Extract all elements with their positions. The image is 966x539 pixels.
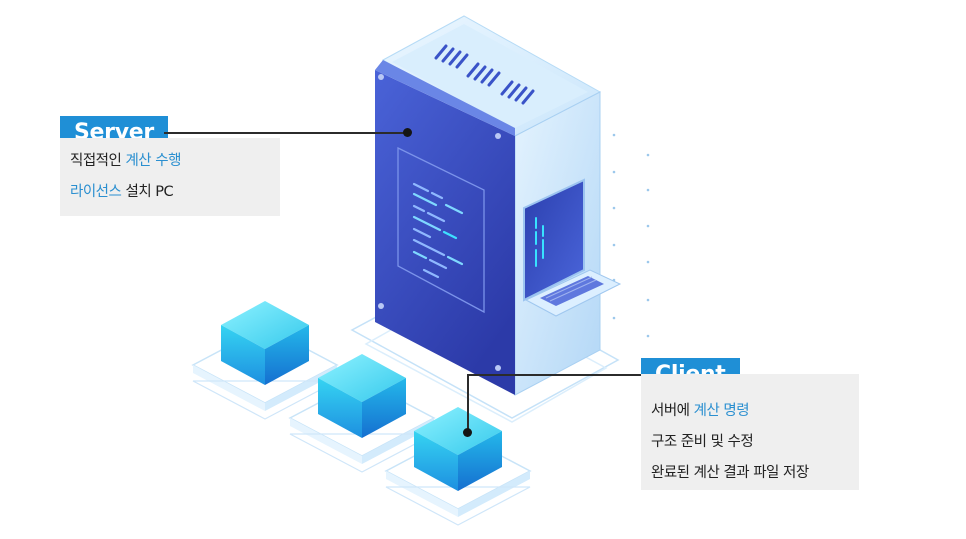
- client-line-1-highlight: 계산 명령: [693, 403, 750, 419]
- server-vents: [434, 44, 535, 105]
- server-line-2: 라이선스 설치 PC: [70, 177, 270, 208]
- client-cube-1: [191, 301, 339, 420]
- server-line-1: 직접적인 계산 수행: [70, 146, 270, 177]
- server-screws: [378, 74, 501, 371]
- code-lines: [412, 182, 464, 279]
- client-connector-dot: [463, 428, 472, 437]
- client-connector-horizontal: [467, 374, 643, 376]
- server-line-2-text: 설치 PC: [121, 184, 174, 200]
- client-line-3: 완료된 계산 결과 파일 저장: [651, 458, 849, 489]
- server-line-2-highlight: 라이선스: [70, 184, 122, 200]
- client-line-2-text: 구조 준비 및 수정: [651, 434, 754, 450]
- client-line-1-text: 서버에: [651, 403, 694, 419]
- server-connector-dot: [403, 128, 412, 137]
- client-cube-2: [288, 354, 436, 473]
- client-line-3-text: 완료된 계산 결과 파일 저장: [651, 465, 809, 481]
- client-cube-3: [384, 407, 532, 526]
- client-connector-vertical: [467, 374, 469, 432]
- server-description: 직접적인 계산 수행 라이선스 설치 PC: [60, 138, 280, 216]
- client-description: 서버에 계산 명령 구조 준비 및 수정 완료된 계산 결과 파일 저장: [641, 374, 859, 490]
- server-connector-line: [164, 132, 408, 134]
- dotted-line: [612, 133, 650, 338]
- server-tower: [375, 15, 622, 396]
- client-line-1: 서버에 계산 명령: [651, 396, 849, 427]
- client-line-2: 구조 준비 및 수정: [651, 427, 849, 458]
- server-line-1-highlight: 계산 수행: [125, 153, 181, 169]
- server-line-1-text: 직접적인: [70, 153, 126, 169]
- monitor-code: [535, 217, 544, 267]
